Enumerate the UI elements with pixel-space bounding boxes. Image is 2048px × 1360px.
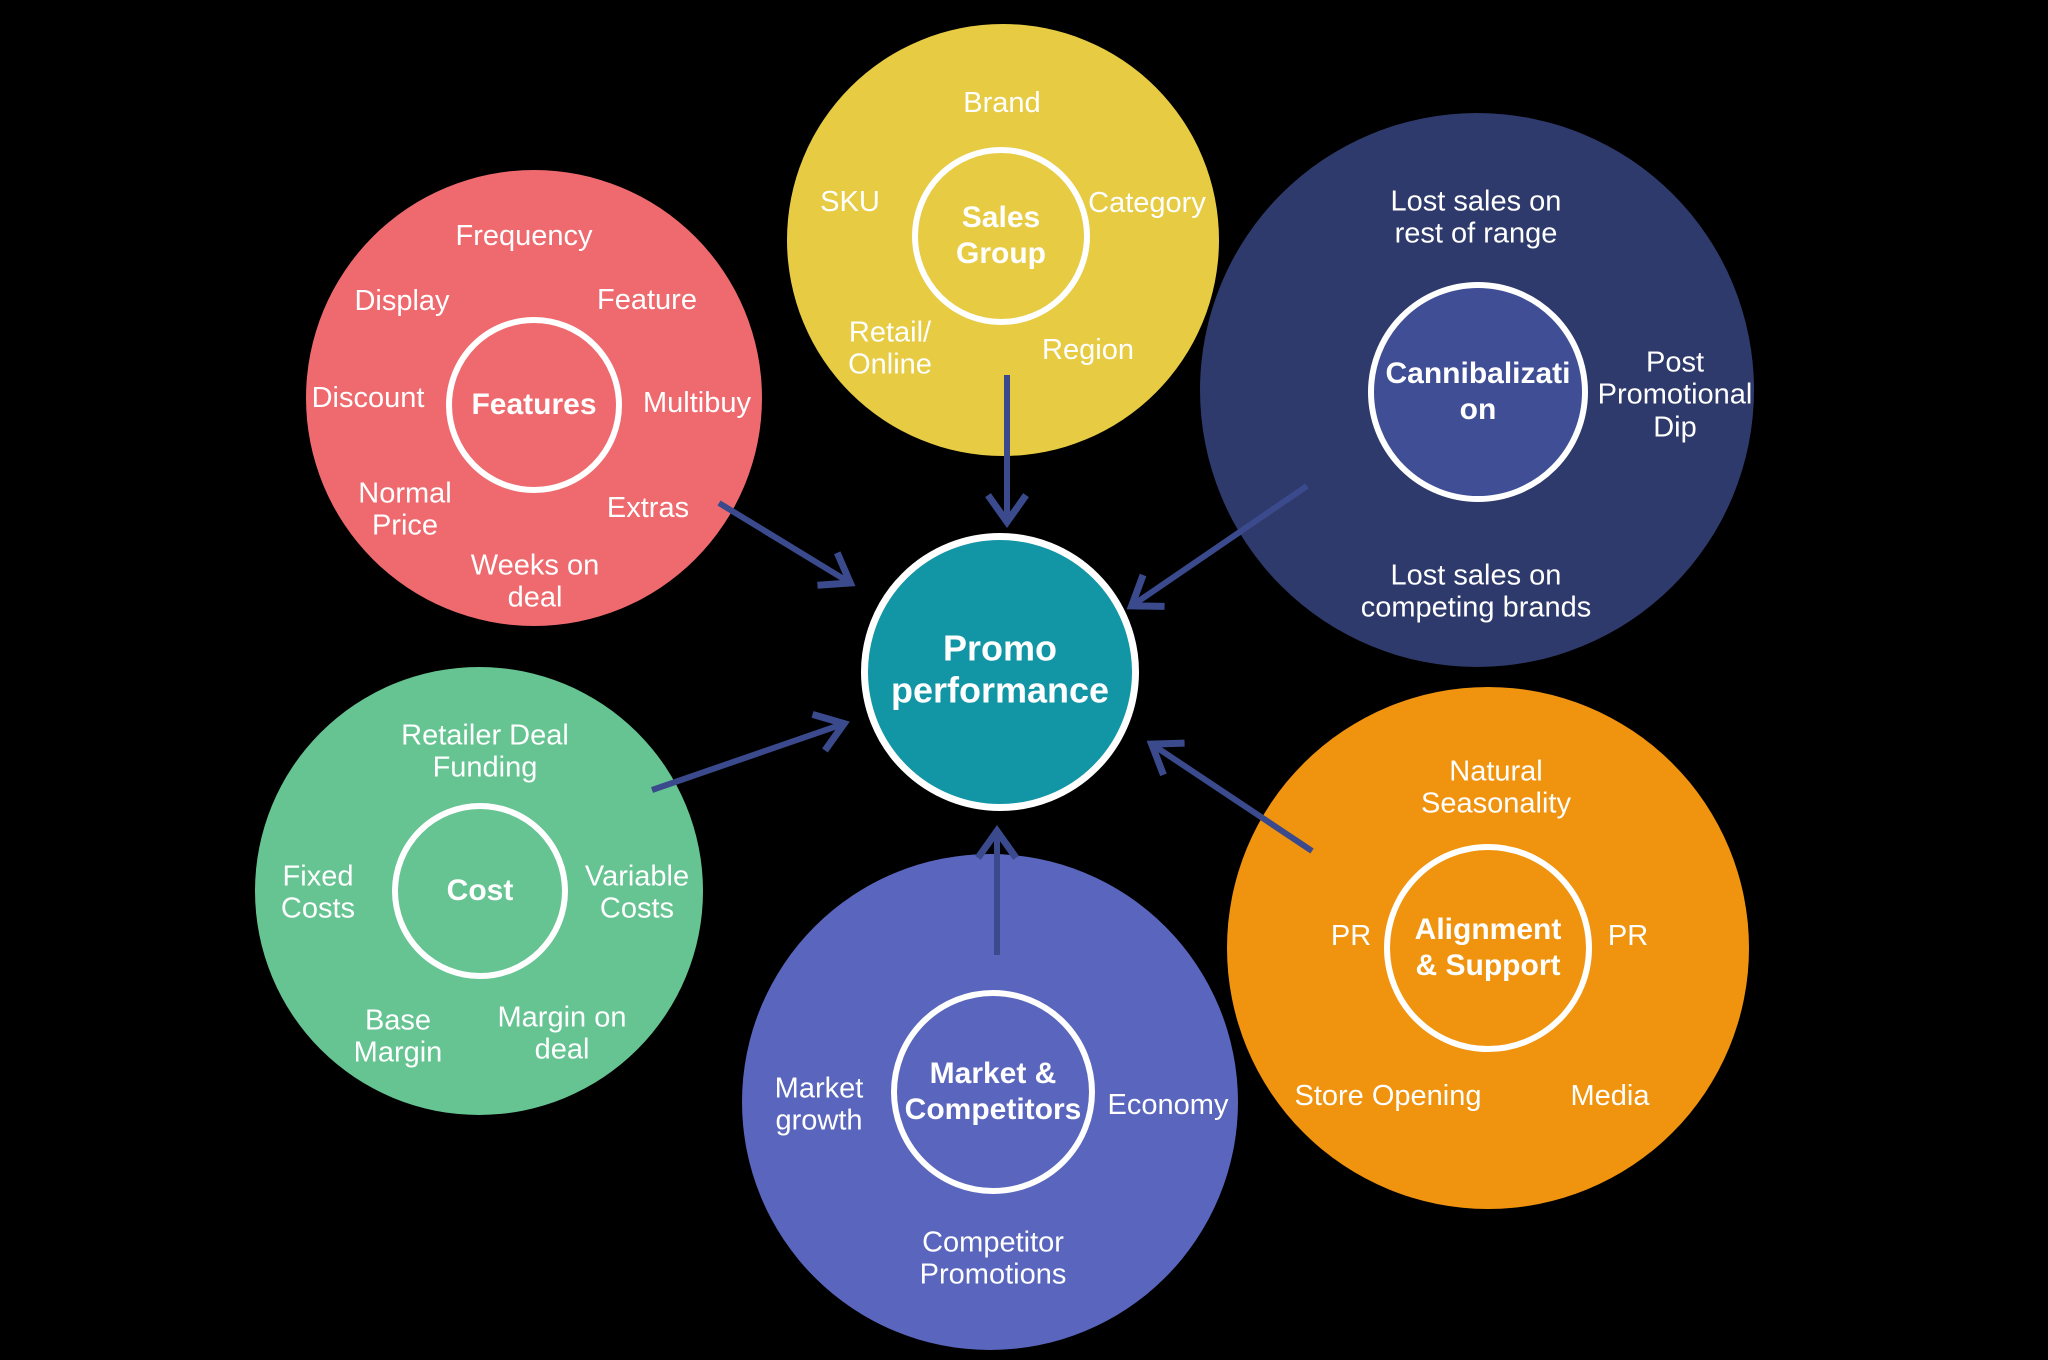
- alignment-support-ring: [1384, 844, 1592, 1052]
- satellite-label: Extras: [606, 491, 690, 524]
- alignment-support-title: Alignment & Support: [1414, 913, 1562, 982]
- sales-group-title: Sales Group: [956, 201, 1046, 270]
- satellite-label: Economy: [1107, 1088, 1229, 1121]
- cost-ring: [392, 803, 568, 979]
- satellite-label: Normal Price: [358, 477, 452, 542]
- satellite-label: Base Margin: [353, 1004, 443, 1069]
- cost-title: Cost: [446, 874, 514, 907]
- satellite-label: Discount: [311, 381, 425, 414]
- satellite-label: Natural Seasonality: [1421, 755, 1571, 820]
- satellite-label: Post Promotional Dip: [1597, 346, 1753, 444]
- satellite-label: Feature: [597, 283, 697, 316]
- satellite-label: Frequency: [455, 219, 593, 252]
- cannibalization-title: Cannibalizati on: [1385, 357, 1571, 426]
- promo-performance-label: Promo performance: [890, 627, 1110, 710]
- satellite-label: Region: [1042, 333, 1134, 366]
- sales-group-ring: [912, 147, 1090, 325]
- satellite-label: Variable Costs: [584, 860, 690, 925]
- satellite-label: Multibuy: [643, 386, 751, 419]
- satellite-label: Lost sales on competing brands: [1360, 559, 1592, 624]
- satellite-label: Category: [1088, 186, 1206, 219]
- arrow-alignment-support-to-center: [1146, 739, 1314, 854]
- market-competitors-ring: [891, 990, 1095, 1194]
- satellite-label: SKU: [820, 185, 880, 218]
- market-competitors-title: Market & Competitors: [904, 1057, 1082, 1126]
- satellite-label: Margin on deal: [497, 1001, 627, 1066]
- cannibalization-ring: [1368, 282, 1588, 502]
- satellite-label: Fixed Costs: [280, 860, 356, 925]
- arrow-cannibalization-to-center: [1126, 483, 1309, 610]
- satellite-label: PR: [1607, 919, 1649, 952]
- satellite-label: Brand: [963, 86, 1041, 119]
- satellite-label: Store Opening: [1294, 1079, 1482, 1112]
- satellite-label: Market growth: [774, 1072, 864, 1137]
- satellite-label: Retail/ Online: [848, 316, 932, 381]
- arrow-cost-to-center: [651, 711, 850, 793]
- arrow-features-to-center: [717, 500, 856, 589]
- satellite-label: Display: [354, 284, 450, 317]
- promo-performance-node: [861, 533, 1139, 811]
- satellite-label: Retailer Deal Funding: [401, 719, 569, 784]
- features-title: Features: [471, 388, 597, 421]
- satellite-label: Weeks on deal: [470, 549, 600, 614]
- satellite-label: PR: [1330, 919, 1372, 952]
- satellite-label: Competitor Promotions: [919, 1226, 1067, 1291]
- features-ring: [446, 317, 622, 493]
- satellite-label: Lost sales on rest of range: [1390, 185, 1562, 250]
- satellite-label: Media: [1570, 1079, 1650, 1112]
